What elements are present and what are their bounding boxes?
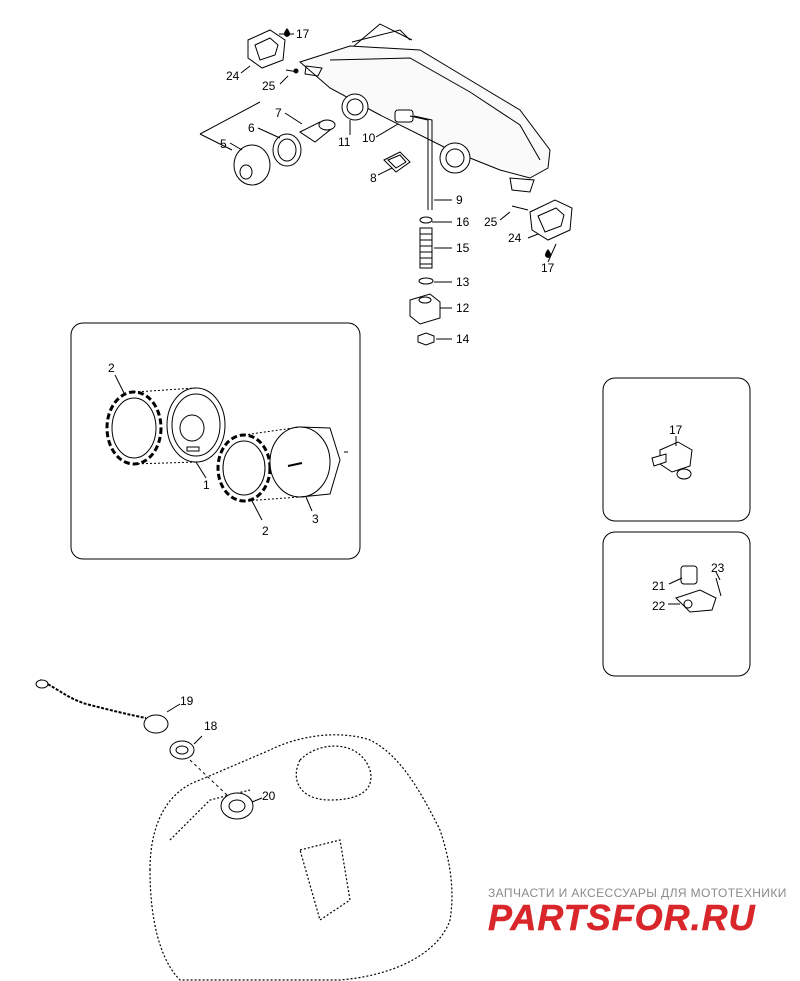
callout-25: 25	[484, 215, 498, 229]
callout-21: 21	[652, 579, 666, 593]
callout-13: 13	[456, 275, 470, 289]
callout-24: 24	[508, 231, 522, 245]
filler-cap-parts	[35, 679, 263, 820]
callout-22: 22	[652, 599, 666, 613]
callout-10: 10	[362, 131, 376, 145]
headlight-housing	[299, 29, 551, 210]
callout-17: 17	[669, 423, 683, 437]
sensor-inset-frame	[602, 531, 751, 677]
callout-24: 24	[226, 69, 240, 83]
callout-25: 25	[262, 79, 276, 93]
callout-15: 15	[456, 241, 470, 255]
callout-17: 17	[296, 27, 310, 41]
callout-3: 3	[312, 512, 319, 526]
gauge-inset-frame	[70, 322, 361, 560]
callout-11: 11	[338, 135, 351, 149]
callout-8: 8	[370, 171, 377, 185]
callout-7: 7	[275, 106, 282, 120]
leader-lines-top	[199, 23, 557, 340]
callout-17: 17	[541, 261, 555, 275]
callout-9: 9	[456, 193, 463, 207]
sensor-part	[668, 565, 722, 613]
bulb-socket-parts	[233, 119, 336, 186]
fuel-tank-outline	[149, 734, 453, 981]
speedometer-gauge-parts	[105, 374, 348, 521]
mirror-bracket-left	[247, 29, 299, 74]
callout-6: 6	[248, 121, 255, 135]
callout-20: 20	[262, 789, 276, 803]
callout-23: 23	[711, 561, 725, 575]
watermark-logo-text: PARTSFOR.RU	[488, 898, 756, 938]
watermark-tagline: ЗАПЧАСТИ И АКСЕССУАРЫ ДЛЯ МОТОТЕХНИКИ	[488, 886, 787, 900]
gasket	[383, 151, 411, 173]
callout-18: 18	[204, 719, 218, 733]
callout-labels: 17 24 25 7 6 5 11 10 8 9 16 15 13 12 14 …	[108, 27, 725, 803]
cable-spring-stack	[409, 216, 441, 346]
callout-14: 14	[456, 332, 470, 346]
watermark-logo: PARTSFOR.RU	[488, 898, 756, 938]
switch-part	[651, 436, 693, 480]
callout-19: 19	[180, 694, 194, 708]
oil-drop-icon	[284, 28, 551, 258]
callout-16: 16	[456, 215, 470, 229]
callout-2: 2	[262, 524, 269, 538]
callout-5: 5	[220, 137, 227, 151]
callout-12: 12	[456, 301, 470, 315]
callout-2: 2	[108, 361, 115, 375]
callout-1: 1	[203, 478, 210, 492]
switch-inset-frame	[602, 377, 751, 522]
mirror-bracket-right	[511, 199, 573, 241]
